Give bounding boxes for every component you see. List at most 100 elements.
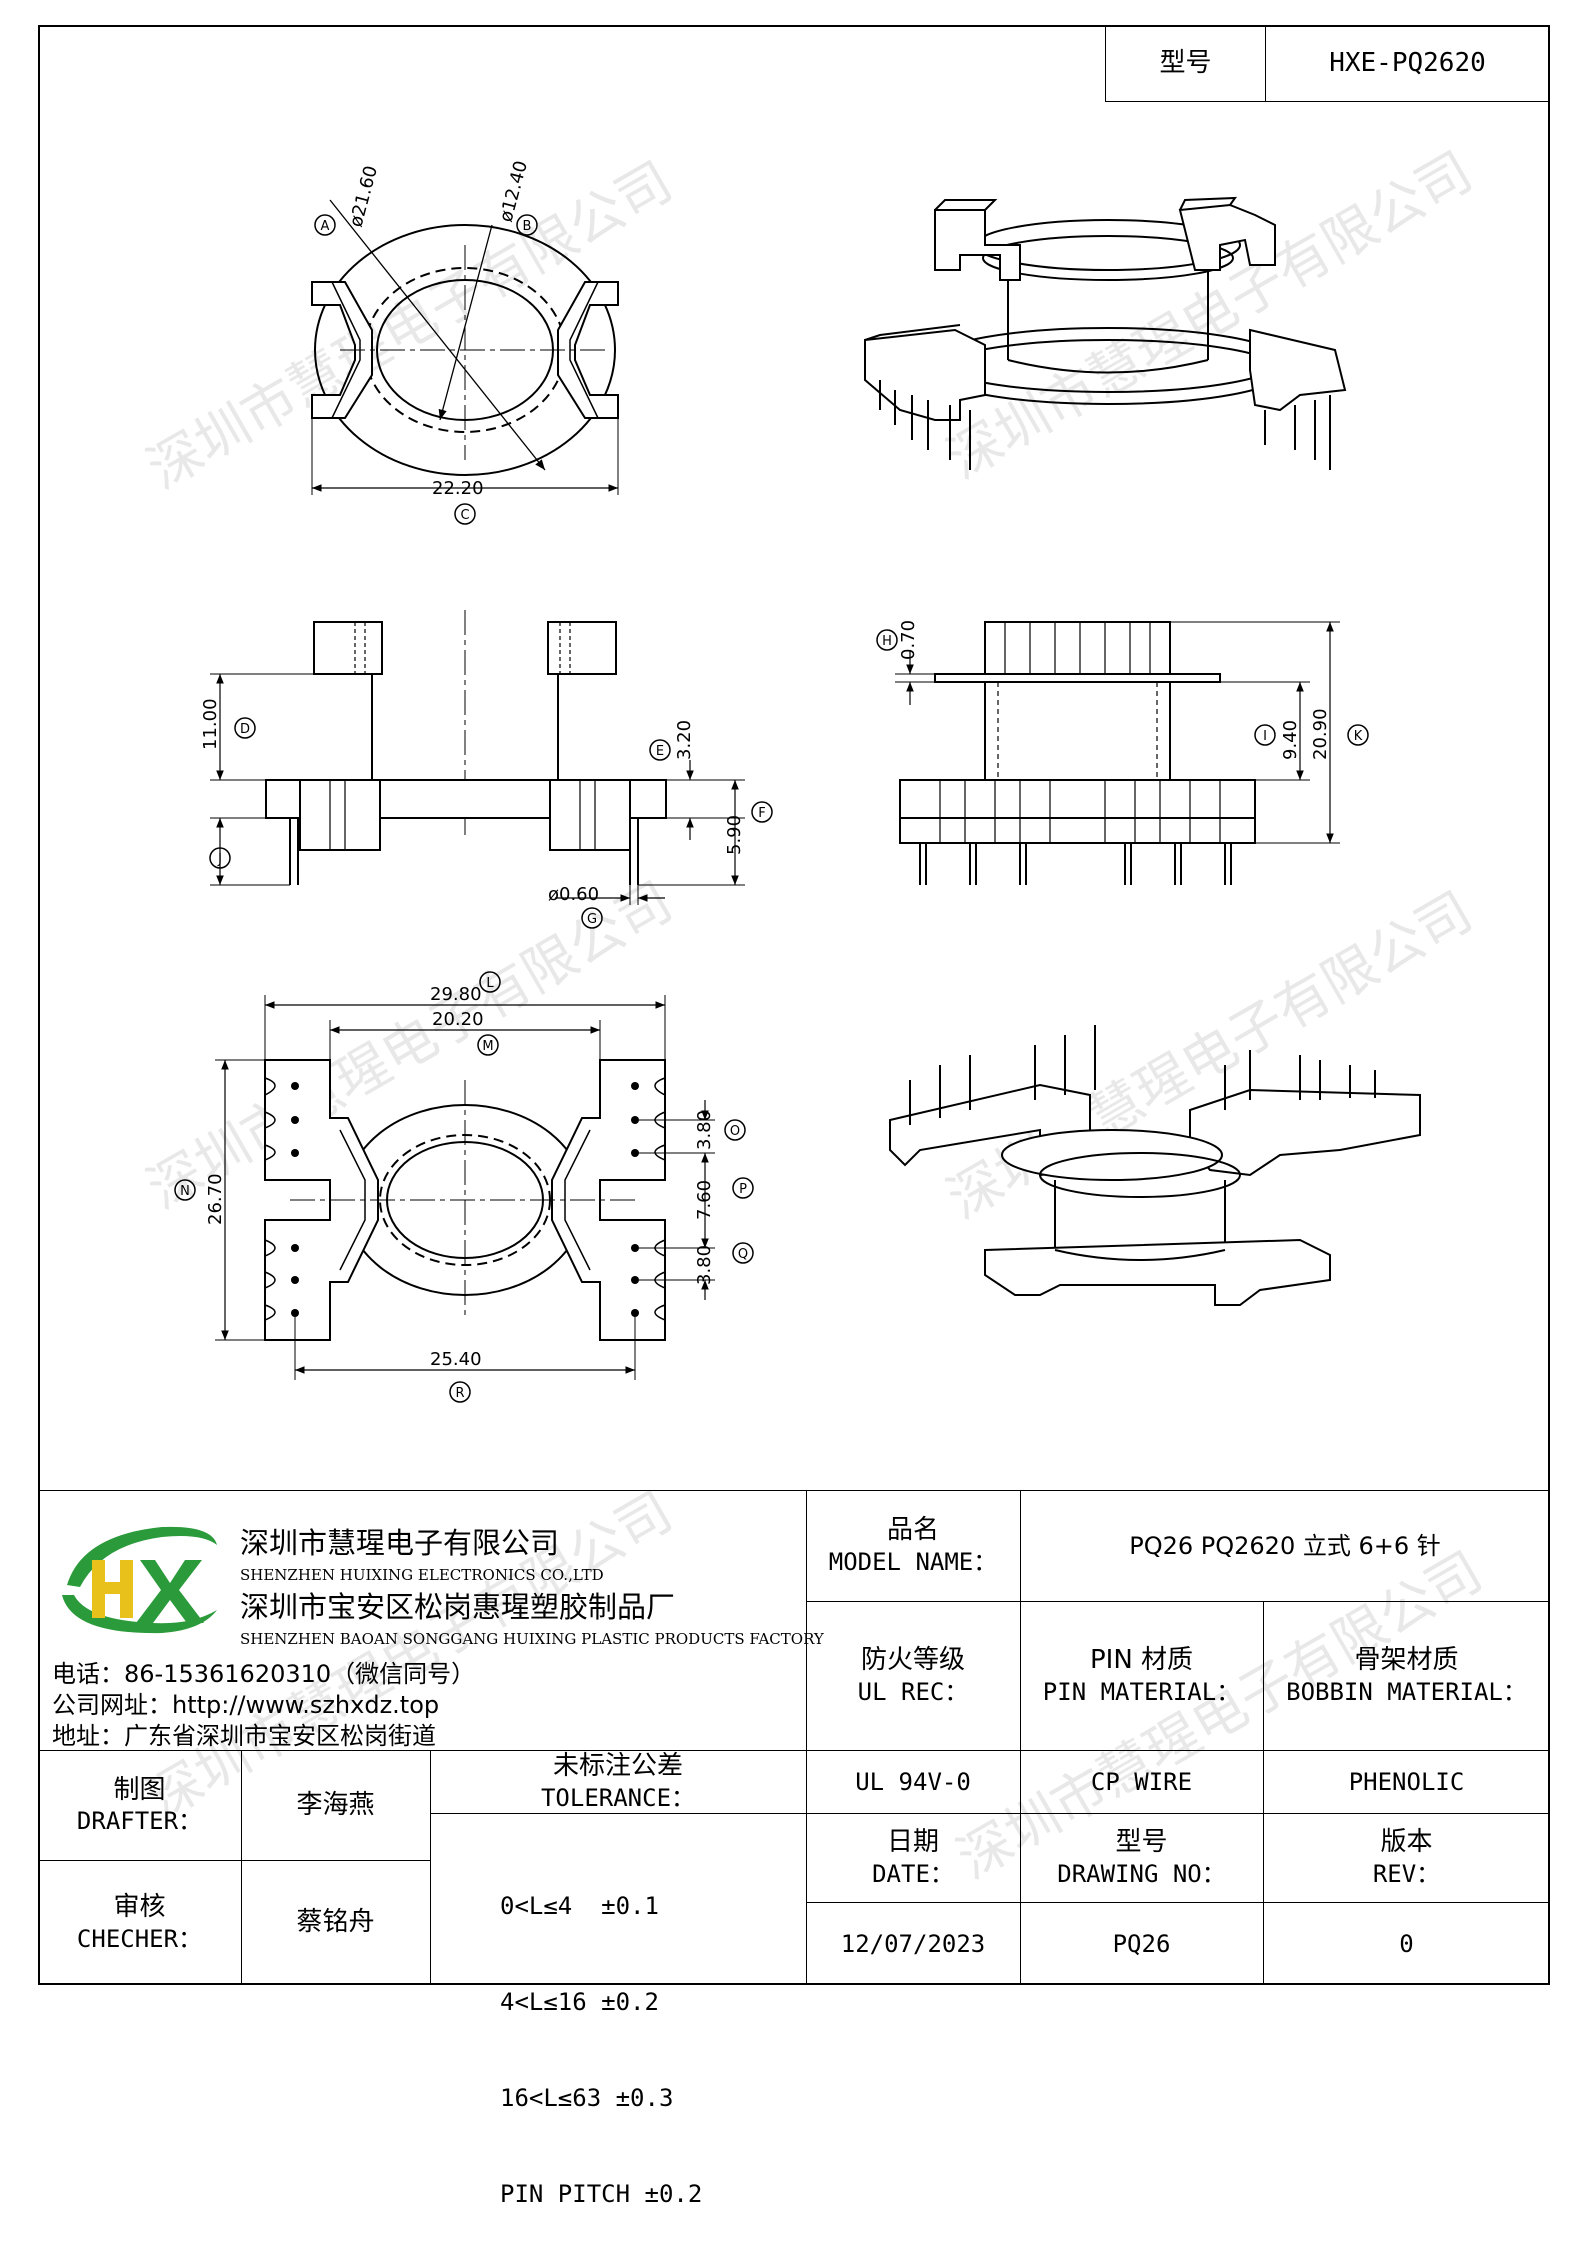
dim-width-c: 22.20 — [432, 478, 484, 499]
pin-material-en: PIN MATERIAL： — [1042, 1677, 1241, 1706]
checker-label: 审核 CHECHER： — [38, 1860, 241, 1985]
bobbin-material-en: BOBBIN MATERIAL： — [1286, 1677, 1527, 1706]
model-name-value: PQ26 PQ2620 立式 6+6 针 — [1129, 1531, 1441, 1560]
dim-height-d: 11.00 — [200, 698, 221, 750]
drawing-no-value: PQ26 — [1112, 1929, 1171, 1958]
date-cn: 日期 — [886, 1827, 939, 1858]
marker-q: Q — [738, 1247, 748, 1262]
bobbin-material-label: 骨架材质 BOBBIN MATERIAL： — [1263, 1601, 1550, 1750]
header-model-label: 型号 — [1106, 26, 1266, 101]
marker-e: E — [656, 744, 664, 759]
marker-circles-side-left — [209, 717, 773, 929]
marker-f: F — [758, 806, 765, 821]
rev-en: REV： — [1372, 1859, 1441, 1888]
dim-height-i: 9.40 — [1280, 720, 1301, 760]
dim-width-m: 20.20 — [432, 1009, 484, 1030]
marker-m: M — [482, 1039, 493, 1054]
dim-width-l: 29.80 — [430, 984, 482, 1005]
drafter-cn: 制图 — [113, 1774, 166, 1805]
tolerance-line: 4<L≤16 ±0.2 — [500, 1988, 659, 2016]
bobbin-material-value: PHENOLIC — [1348, 1767, 1465, 1796]
marker-o: O — [730, 1124, 740, 1139]
marker-d: D — [240, 722, 250, 737]
divider — [1020, 1490, 1021, 1985]
divider — [1263, 1601, 1264, 1985]
marker-b: B — [523, 219, 532, 234]
drafter-label: 制图 DRAFTER： — [38, 1750, 241, 1860]
header-model-box: 型号 HXE-PQ2620 — [1105, 25, 1550, 102]
divider — [241, 1750, 242, 1985]
company-name-cn: 深圳市慧瑆电子有限公司 — [240, 1526, 560, 1560]
bobbin-material-cn: 骨架材质 — [1354, 1645, 1459, 1676]
model-name-en: MODEL NAME： — [828, 1547, 998, 1576]
model-name-cn: 品名 — [886, 1515, 939, 1546]
tolerance-en: TOLERANCE： — [540, 1783, 696, 1812]
factory-name-cn: 深圳市宝安区松岗惠瑆塑胶制品厂 — [240, 1590, 676, 1624]
marker-n: N — [180, 1184, 190, 1199]
isometric-view-bottom — [889, 1025, 1421, 1306]
marker-circles-top — [314, 214, 538, 525]
drawing-no-cn: 型号 — [1115, 1827, 1168, 1858]
side-view-right — [895, 621, 1340, 885]
marker-a: A — [321, 219, 330, 234]
title-block-top-line — [38, 1490, 1550, 1491]
marker-c: C — [460, 508, 469, 523]
divider — [38, 1750, 1550, 1751]
date-value: 12/07/2023 — [840, 1929, 986, 1958]
company-phone: 电话：86-15361620310（微信同号） — [52, 1660, 476, 1688]
pin-material-value: CP WIRE — [1090, 1767, 1193, 1796]
checker-value: 蔡铭舟 — [296, 1907, 375, 1938]
tolerance-line: 16<L≤63 ±0.3 — [500, 2084, 674, 2112]
dim-width-r: 25.40 — [430, 1349, 482, 1370]
company-logo — [62, 1526, 217, 1634]
pin-material-label: PIN 材质 PIN MATERIAL： — [1020, 1601, 1263, 1750]
dim-pitch-o: 3.80 — [694, 1110, 715, 1150]
drawing-no-en: DRAWING NO： — [1057, 1859, 1226, 1888]
ul-rec-label: 防火等级 UL REC： — [806, 1601, 1020, 1750]
marker-l: L — [486, 976, 494, 991]
company-address: 地址：广东省深圳市宝安区松岗街道 — [52, 1722, 436, 1750]
company-website: 公司网址：http://www.szhxdz.top — [52, 1691, 440, 1719]
tolerance-line: PIN PITCH ±0.2 — [500, 2180, 703, 2208]
dim-pitch-q: 3.80 — [694, 1245, 715, 1285]
marker-circles-side-right — [876, 629, 1369, 746]
top-view — [311, 199, 619, 495]
marker-g: G — [587, 912, 597, 927]
drafter-value: 李海燕 — [296, 1789, 375, 1820]
technical-drawing: ø21.60 ø12.40 22.20 A B C — [174, 159, 1421, 1403]
marker-p: P — [739, 1182, 747, 1197]
marker-i: I — [1263, 729, 1267, 744]
tolerance-label: 未标注公差 TOLERANCE： — [430, 1750, 806, 1813]
date-label: 日期 DATE： — [806, 1813, 1020, 1902]
checker-en: CHECHER： — [76, 1924, 203, 1953]
marker-k: K — [1354, 729, 1363, 744]
tolerance-line: 0<L≤4 ±0.1 — [500, 1892, 659, 1920]
divider — [430, 1813, 806, 1814]
ul-rec-cn: 防火等级 — [860, 1645, 965, 1676]
tolerance-values: 0<L≤4 ±0.1 4<L≤16 ±0.2 16<L≤63 ±0.3 PIN … — [500, 1826, 702, 2242]
dim-flange-h: 0.70 — [898, 620, 919, 660]
dim-gap-p: 7.60 — [694, 1180, 715, 1220]
divider — [430, 1750, 431, 1985]
dim-height-k: 20.90 — [1310, 708, 1331, 760]
divider — [806, 1813, 1550, 1814]
marker-j: J — [217, 852, 222, 867]
drawing-no-label: 型号 DRAWING NO： — [1020, 1813, 1263, 1902]
divider — [806, 1490, 807, 1985]
dim-pin-dia: ø0.60 — [548, 884, 599, 905]
date-en: DATE： — [872, 1859, 954, 1888]
marker-circles-bottom — [174, 971, 754, 1403]
tolerance-cn: 未标注公差 — [552, 1751, 683, 1782]
divider — [38, 1860, 430, 1861]
divider — [806, 1601, 1550, 1602]
rev-label: 版本 REV： — [1263, 1813, 1550, 1902]
dim-height-e: 3.20 — [674, 720, 695, 760]
ul-rec-value: UL 94V-0 — [855, 1767, 971, 1796]
rev-cn: 版本 — [1380, 1827, 1433, 1858]
marker-r: R — [455, 1386, 464, 1401]
bottom-view — [215, 995, 715, 1380]
drafter-en: DRAFTER： — [76, 1807, 203, 1836]
checker-cn: 审核 — [113, 1892, 166, 1923]
header-model-value: HXE-PQ2620 — [1329, 48, 1486, 79]
model-name-label: 品名 MODEL NAME： — [806, 1490, 1020, 1601]
